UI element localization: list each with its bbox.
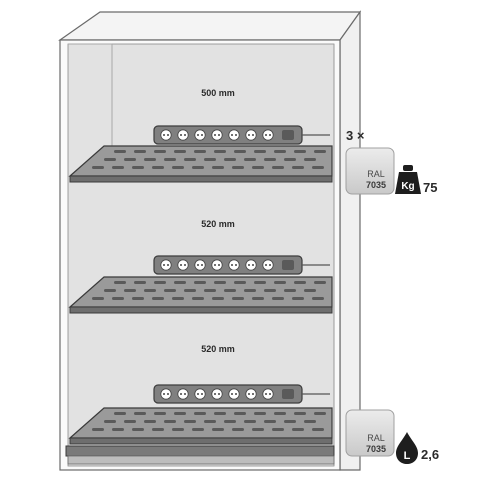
shelf-tray	[69, 145, 333, 183]
weight-kg-icon: Kg	[395, 165, 421, 194]
shelf-tray	[69, 407, 333, 445]
shelf-3-height-label: 520 mm	[201, 344, 235, 354]
weight-icon-text: Kg	[401, 181, 414, 192]
ral-code: 7035	[366, 444, 386, 454]
power-strip-icon	[153, 255, 303, 275]
spec-bottom: RAL 7035 L 2,6	[345, 409, 439, 464]
shelf-1: 500 mm	[69, 88, 333, 183]
ral-color-swatch	[345, 409, 395, 457]
power-strip-icon	[153, 125, 303, 145]
power-strip-icon	[153, 384, 303, 404]
shelf-count-label: 3 ×	[346, 128, 365, 143]
shelf-2: 520 mm	[69, 219, 333, 314]
max-load-value: 75	[423, 180, 437, 195]
spec-top: 3 × RAL 7035 Kg 75	[345, 128, 437, 195]
volume-icon-text: L	[404, 450, 411, 462]
ral-code: 7035	[366, 180, 386, 190]
shelf-2-height-label: 520 mm	[201, 219, 235, 229]
shelf-tray	[69, 276, 333, 314]
ral-label: RAL	[367, 433, 385, 443]
ral-label: RAL	[367, 169, 385, 179]
shelf-1-height-label: 500 mm	[201, 88, 235, 98]
volume-liter-icon: L	[396, 432, 418, 464]
sump-volume-value: 2,6	[421, 447, 439, 462]
shelf-3: 520 mm	[65, 344, 335, 465]
ral-color-swatch	[345, 147, 395, 195]
